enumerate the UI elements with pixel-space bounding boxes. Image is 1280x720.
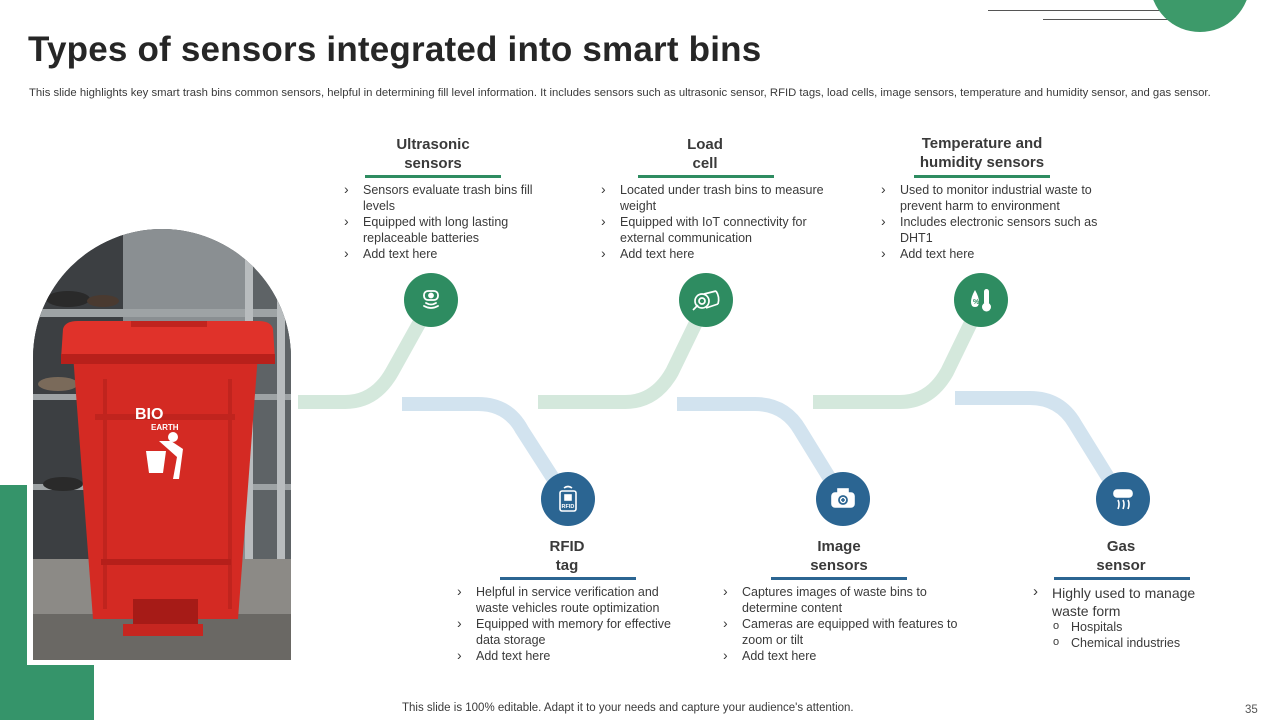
temperature-heading: Temperature and humidity sensors bbox=[882, 134, 1082, 172]
slide-footer: This slide is 100% editable. Adapt it to… bbox=[402, 702, 854, 714]
list-item: Sensors evaluate trash bins fill levels bbox=[343, 181, 548, 214]
heading-underline bbox=[365, 175, 501, 178]
heading-line: Image bbox=[817, 538, 861, 555]
heading-line: tag bbox=[555, 557, 579, 574]
heading-line: Ultrasonic bbox=[396, 136, 470, 153]
rfid-icon: RFID bbox=[541, 472, 595, 526]
gas-detector-icon bbox=[1096, 472, 1150, 526]
heading-line: sensors bbox=[810, 557, 868, 574]
list-item: Cameras are equipped with features to zo… bbox=[722, 615, 972, 648]
list-item: Used to monitor industrial waste to prev… bbox=[880, 181, 1115, 214]
heading-underline bbox=[914, 175, 1050, 178]
heading-line: RFID bbox=[549, 538, 585, 555]
image-sensors-heading: Image sensors bbox=[739, 537, 939, 575]
rfid-bullets: Helpful in service verification and wast… bbox=[456, 583, 681, 664]
list-item: Highly used to manage waste form bbox=[1032, 583, 1232, 620]
slide-subtitle: This slide highlights key smart trash bi… bbox=[29, 87, 1211, 99]
temperature-bullets: Used to monitor industrial waste to prev… bbox=[880, 181, 1115, 262]
decorative-line bbox=[988, 10, 1172, 11]
list-item: Add text here bbox=[456, 647, 681, 664]
rfid-heading: RFID tag bbox=[467, 537, 667, 575]
gas-sensor-sub-bullets: Hospitals Chemical industries bbox=[1052, 618, 1180, 651]
ultrasonic-bullets: Sensors evaluate trash bins fill levels … bbox=[343, 181, 548, 262]
heading-underline bbox=[638, 175, 774, 178]
list-item: Equipped with long lasting replaceable b… bbox=[343, 213, 548, 246]
camera-icon bbox=[816, 472, 870, 526]
load-cell-icon bbox=[679, 273, 733, 327]
image-sensors-bullets: Captures images of waste bins to determi… bbox=[722, 583, 972, 664]
list-item: Chemical industries bbox=[1052, 634, 1180, 651]
load-cell-bullets: Located under trash bins to measure weig… bbox=[600, 181, 830, 262]
heading-line: Gas bbox=[1106, 538, 1136, 555]
heading-line: humidity sensors bbox=[919, 154, 1045, 171]
ultrasonic-heading: Ultrasonic sensors bbox=[333, 135, 533, 173]
load-cell-heading: Load cell bbox=[605, 135, 805, 173]
gas-sensor-bullets: Highly used to manage waste form bbox=[1032, 583, 1232, 620]
heading-underline bbox=[1054, 577, 1190, 580]
heading-line: Temperature and bbox=[921, 135, 1043, 152]
bin-logo-text: EARTH bbox=[151, 423, 179, 432]
list-item: Add text here bbox=[880, 245, 1115, 262]
rfid-icon-label: RFID bbox=[562, 504, 575, 510]
svg-text:%: % bbox=[973, 299, 980, 306]
heading-underline bbox=[500, 577, 636, 580]
heading-underline bbox=[771, 577, 907, 580]
ultrasonic-icon bbox=[404, 273, 458, 327]
list-item: Add text here bbox=[343, 245, 548, 262]
decorative-line bbox=[1043, 19, 1210, 20]
heading-line: sensors bbox=[404, 155, 462, 172]
list-item: Add text here bbox=[600, 245, 830, 262]
bin-logo-text: BIO bbox=[135, 406, 163, 423]
page-number: 35 bbox=[1245, 704, 1258, 716]
heading-line: cell bbox=[692, 155, 718, 172]
list-item: Add text here bbox=[722, 647, 972, 664]
list-item: Captures images of waste bins to determi… bbox=[722, 583, 972, 616]
list-item: Hospitals bbox=[1052, 618, 1180, 635]
list-item: Equipped with IoT connectivity for exter… bbox=[600, 213, 830, 246]
list-item: Helpful in service verification and wast… bbox=[456, 583, 681, 616]
gas-sensor-heading: Gas sensor bbox=[1021, 537, 1221, 575]
heading-line: sensor bbox=[1096, 557, 1146, 574]
list-item: Located under trash bins to measure weig… bbox=[600, 181, 830, 214]
thermometer-icon: % bbox=[954, 273, 1008, 327]
list-item: Includes electronic sensors such as DHT1 bbox=[880, 213, 1115, 246]
trash-bin-photo: BIO EARTH bbox=[33, 229, 291, 660]
slide-title: Types of sensors integrated into smart b… bbox=[28, 30, 762, 69]
heading-line: Load bbox=[687, 136, 723, 153]
list-item: Equipped with memory for effective data … bbox=[456, 615, 681, 648]
